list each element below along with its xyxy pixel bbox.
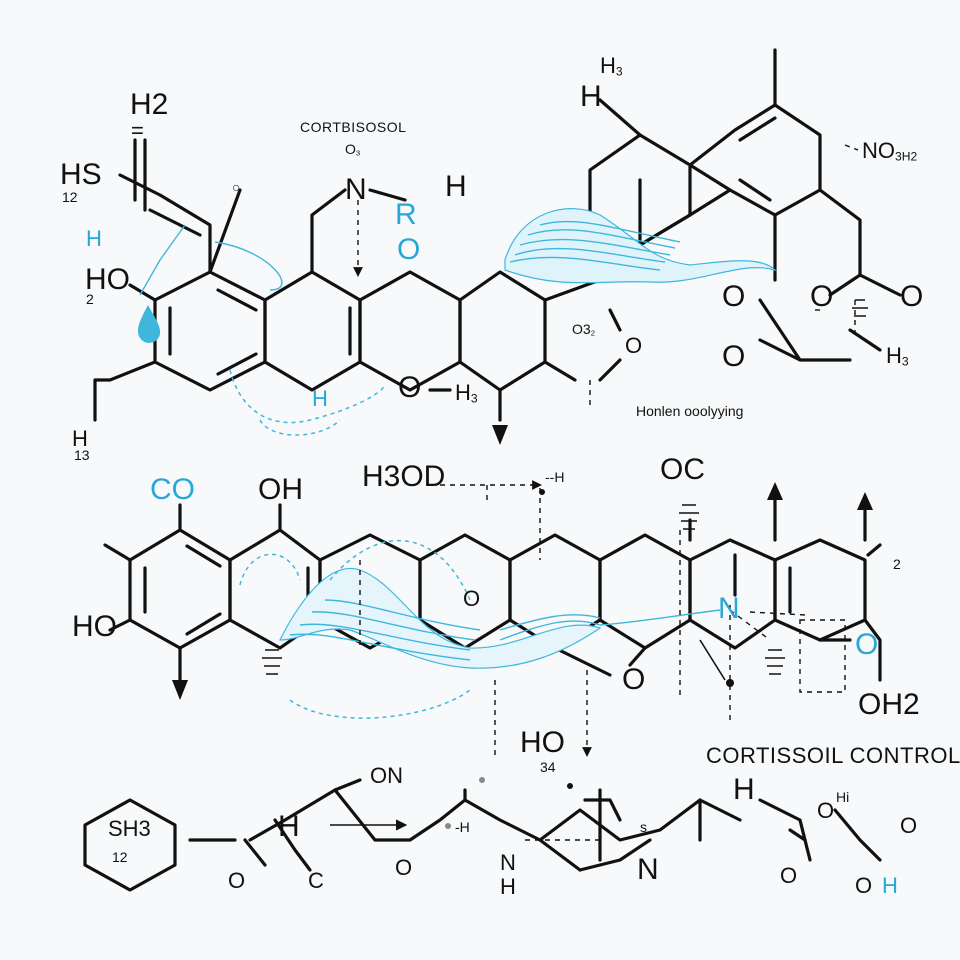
label-n-b: N — [500, 850, 516, 875]
top-electron-cloud — [139, 208, 778, 436]
label-h-ring-cyan: H — [312, 386, 328, 411]
label-n-b2: N — [637, 853, 659, 886]
label-o-small: ○ — [232, 179, 241, 195]
top-molecule-bonds — [93, 48, 902, 422]
label-h-dash: --H — [545, 469, 565, 485]
label-oh-mid: OH — [258, 473, 303, 506]
bottom-molecule-bonds — [83, 778, 882, 892]
label-h-dot: -H — [455, 819, 470, 835]
label-h-bottom: H — [278, 810, 300, 843]
water-drop-icon — [137, 305, 161, 343]
label-h3-ring: H3 — [455, 380, 478, 406]
label-sh-box-sub: 12 — [112, 849, 128, 865]
bottom-arrows — [330, 777, 600, 841]
label-o32: O32 — [572, 321, 595, 338]
label-o-ring2: O — [625, 333, 643, 358]
caption-mid: Honlen ooolyying — [636, 403, 744, 419]
diagram-title-top: CORTBISOSOL — [300, 119, 407, 135]
label-on: ON — [370, 763, 403, 788]
label-oc-right: OC — [660, 453, 705, 486]
middle-arrows — [359, 480, 846, 760]
label-o-r3: O — [900, 280, 924, 313]
label-hs: HS — [60, 158, 102, 191]
label-ho-mid: HO — [72, 610, 117, 643]
label-n-top: N — [345, 173, 367, 206]
label-sh-box: SH3 — [108, 816, 151, 841]
label-o-ring4: O — [463, 586, 481, 611]
label-o-r1: O — [722, 280, 746, 313]
label-h-top-mid: H — [580, 80, 602, 113]
label-two: 2 — [893, 556, 901, 572]
label-o-br4: O — [855, 873, 873, 898]
label-o-ring: O — [398, 371, 422, 404]
label-c-b: C — [308, 868, 324, 893]
label-eq: = — [131, 118, 144, 143]
label-h13-sub: 13 — [74, 447, 90, 463]
label-h3od: H3OD — [362, 460, 446, 493]
label-h-br: H — [733, 773, 755, 806]
label-h3-right: H3 — [886, 343, 909, 369]
label-ho34-sub: 34 — [540, 759, 556, 775]
label-o-br3: O — [780, 863, 798, 888]
label-o-r2: O — [810, 280, 834, 313]
label-h-br-cyan: H — [882, 873, 898, 898]
label-o-b2: O — [395, 855, 413, 880]
label-o-cyan: O — [397, 233, 421, 266]
label-o-ring3: O — [622, 663, 646, 696]
label-h-b: H — [500, 874, 516, 899]
label-o-br1: O — [817, 798, 835, 823]
label-hs-sub: 12 — [62, 189, 78, 205]
hash-wedges — [262, 299, 868, 675]
label-oh2-right: OH2 — [858, 688, 920, 721]
label-r-cyan: R — [395, 198, 417, 231]
label-o-cyan2: O — [855, 628, 879, 661]
label-n-cyan: N — [718, 592, 740, 625]
label-o-br2: O — [900, 813, 918, 838]
label-ho34: HO — [520, 726, 565, 759]
label-h13: H — [72, 426, 88, 451]
label-hi-br: Hi — [836, 789, 850, 805]
label-ho-sub: 2 — [86, 291, 94, 307]
label-no3h2: NO3H2 — [862, 138, 918, 164]
label-h-top: H — [445, 170, 467, 203]
diagram-title-bottom: CORTISSOIL CONTROL — [706, 743, 960, 768]
label-h2: H2 — [130, 88, 169, 121]
label-ho: HO — [85, 263, 130, 296]
middle-electron-cloud — [239, 539, 721, 719]
top-arrows — [353, 144, 859, 445]
label-co-cyan: CO — [150, 473, 195, 506]
label-h3-top: H3 — [600, 53, 623, 79]
label-s-br: s — [640, 819, 647, 835]
label-o-b1: O — [228, 868, 246, 893]
label-o3: O3 — [345, 141, 361, 158]
label-o-r4: O — [722, 340, 746, 373]
label-h-cyan: H — [86, 226, 102, 251]
